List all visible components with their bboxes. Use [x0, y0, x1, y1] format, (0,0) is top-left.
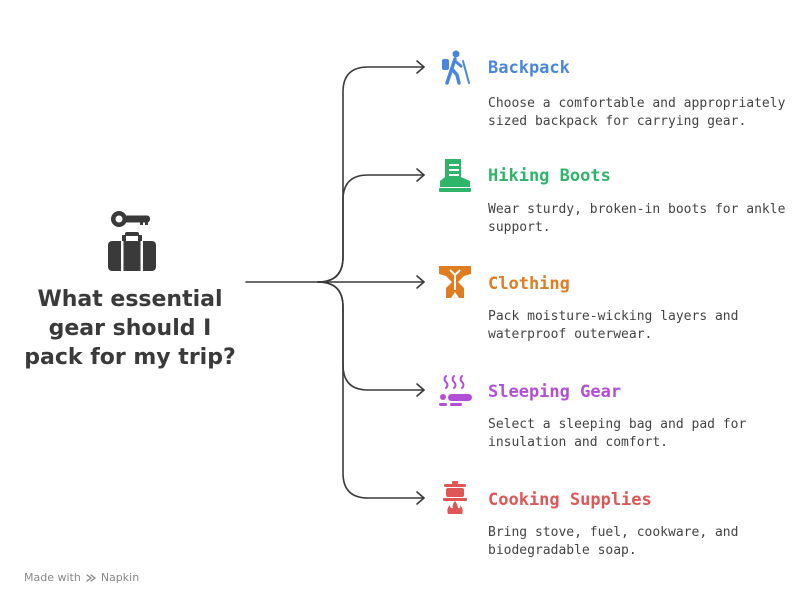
clothing-title: Clothing	[488, 274, 570, 294]
clothing-description: Pack moisture-wicking layers and waterpr…	[488, 309, 739, 342]
backpack-description: Choose a comfortable and appropriately s…	[488, 96, 786, 129]
napkin-logo-icon	[86, 573, 96, 582]
hiker-icon	[437, 49, 473, 85]
sleeping-gear-description: Select a sleeping bag and pad for insula…	[488, 417, 747, 450]
arrowhead-clothing	[416, 275, 425, 289]
connector-hiking-boots	[317, 174, 425, 283]
footer-text: Made with	[24, 571, 81, 584]
arrowhead-backpack	[416, 60, 425, 74]
cooking-supplies-title: Cooking Supplies	[488, 490, 652, 510]
stove-icon	[437, 480, 473, 516]
cooking-supplies-description: Bring stove, fuel, cookware, and biodegr…	[488, 525, 739, 558]
jacket-icon	[437, 264, 473, 300]
backpack-title: Backpack	[488, 58, 570, 78]
footer-brand: Napkin	[100, 571, 140, 584]
made-with-napkin-footer: Made with Napkin	[24, 571, 139, 584]
arrowhead-sleeping-gear	[416, 383, 425, 397]
luggage-key-icon	[104, 208, 160, 274]
hiking-boots-description: Wear sturdy, broken-in boots for ankle s…	[488, 202, 786, 235]
connector-cooking-supplies	[317, 281, 425, 499]
central-question: What essential gear should I pack for my…	[24, 287, 236, 370]
arrowhead-cooking-supplies	[416, 491, 425, 505]
sleeping-gear-title: Sleeping Gear	[488, 382, 622, 402]
connector-sleeping-gear	[317, 281, 425, 391]
boot-icon	[437, 157, 473, 193]
sleeping-icon	[437, 372, 473, 408]
hiking-boots-title: Hiking Boots	[488, 166, 611, 186]
arrowhead-hiking-boots	[416, 168, 425, 182]
